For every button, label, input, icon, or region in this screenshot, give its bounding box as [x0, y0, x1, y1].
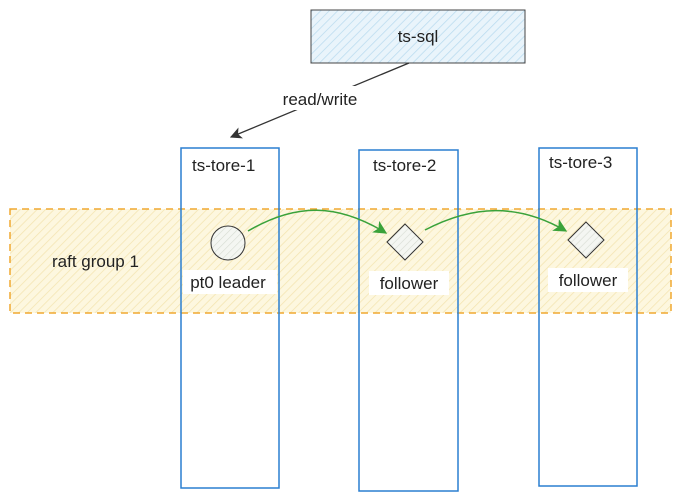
replication-arrow-2: [424, 209, 568, 232]
store-label-1: ts-tore-1: [192, 156, 255, 175]
leader-role-label: pt0 leader: [190, 273, 266, 292]
leader-role-bg: [183, 270, 277, 294]
store-label-3: ts-tore-3: [549, 153, 612, 172]
follower-node-1: [386, 223, 424, 261]
client-box: [310, 9, 526, 64]
follower-role-bg-2: [548, 268, 628, 292]
replication-arrow-1: [247, 209, 388, 234]
edge-label: read/write: [283, 90, 358, 109]
follower-role-label-1: follower: [380, 274, 439, 293]
store-label-2: ts-tore-2: [373, 156, 436, 175]
follower-role-label-2: follower: [559, 271, 618, 290]
follower-role-bg-1: [369, 271, 449, 295]
store-box-2: [358, 149, 459, 492]
leader-node: [210, 225, 246, 261]
follower-node-2: [567, 221, 605, 259]
edge-label-bg: [274, 86, 366, 110]
client-label: ts-sql: [398, 27, 439, 46]
store-box-1: [180, 147, 280, 489]
store-box-3: [538, 147, 638, 487]
raft-group-label: raft group 1: [52, 252, 139, 271]
